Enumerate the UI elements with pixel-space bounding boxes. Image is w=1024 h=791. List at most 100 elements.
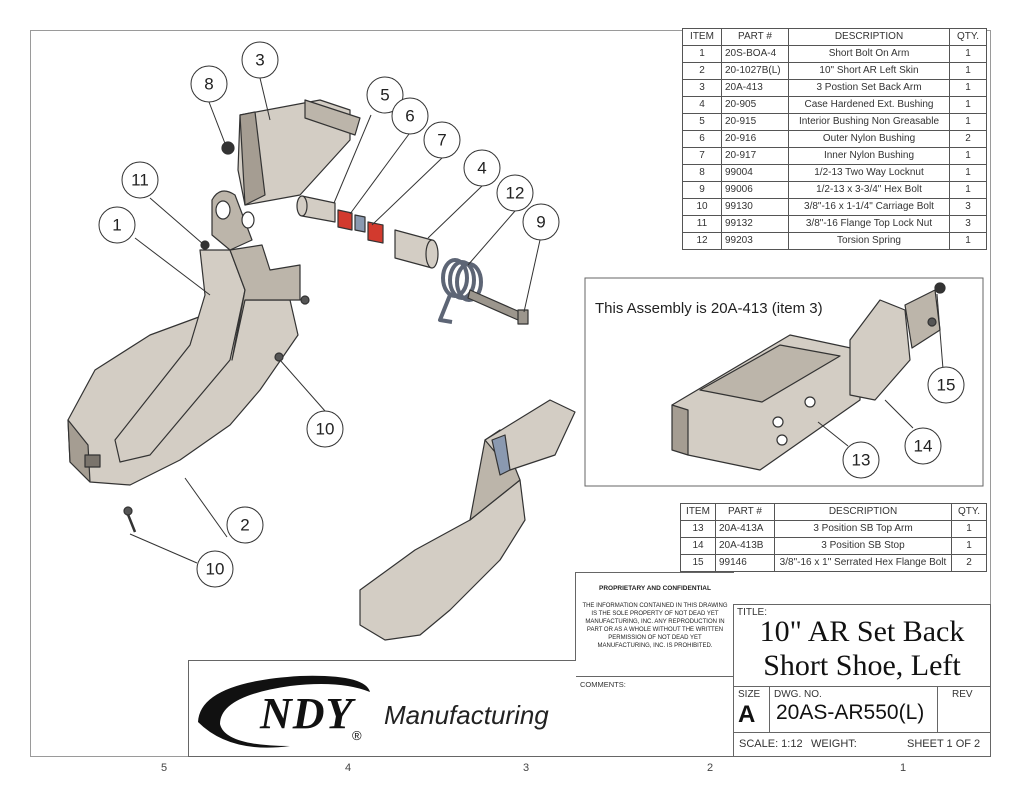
bom-sub-cell-item: 14 (680, 537, 716, 555)
zone-4: 4 (345, 762, 352, 774)
inset-frame (584, 277, 984, 487)
bom-sub-cell-qty: 2 (951, 554, 987, 572)
hex-bolt-part (467, 289, 521, 321)
bom-header-row: ITEM PART # DESCRIPTION QTY. (682, 28, 987, 46)
inset-stop-part (849, 299, 911, 401)
bom-cell-part-number: 20A-413 (721, 79, 789, 97)
scale-value: SCALE: 1:12 (739, 738, 803, 750)
balloon-9: 9 (536, 213, 545, 232)
dwg-number: 20AS-AR550(L) (776, 701, 925, 724)
setback-arm-part (237, 99, 351, 206)
bom-cell-item: 1 (682, 45, 722, 63)
confidential-heading: PROPRIETARY AND CONFIDENTIAL (599, 585, 711, 592)
bom-sub-header-row: ITEM PART # DESCRIPTION QTY. (680, 503, 987, 521)
balloon-11: 11 (131, 171, 149, 190)
bom-header-qty: QTY. (949, 28, 987, 46)
balloon-10b: 10 (206, 560, 225, 579)
bom-sub-cell-description: 3 Position SB Stop (774, 537, 952, 555)
bom-cell-description: Interior Bushing Non Greasable (788, 113, 950, 131)
bom-cell-qty: 1 (949, 96, 987, 114)
bom-sub-cell-part-number: 20A-413A (715, 520, 775, 538)
dwg-label: DWG. NO. (774, 689, 822, 700)
bom-cell-description: Case Hardened Ext. Bushing (788, 96, 950, 114)
bom-cell-part-number: 99132 (721, 215, 789, 233)
bom-cell-part-number: 20-917 (721, 147, 789, 165)
bom-cell-item: 8 (682, 164, 722, 182)
bom-cell-item: 6 (682, 130, 722, 148)
balloon-7: 7 (437, 131, 446, 150)
bom-cell-part-number: 20S-BOA-4 (721, 45, 789, 63)
confidential-body: THE INFORMATION CONTAINED IN THIS DRAWIN… (582, 603, 728, 649)
bom-cell-part-number: 99006 (721, 181, 789, 199)
bom-cell-qty: 1 (949, 181, 987, 199)
bom-cell-description: 10" Short AR Left Skin (788, 62, 950, 80)
balloon-13: 13 (852, 451, 871, 470)
bom-sub-cell-description: 3/8"-16 x 1" Serrated Hex Flange Bolt (774, 554, 952, 572)
sheet-value: SHEET 1 OF 2 (907, 738, 981, 750)
bom-sub-cell-part-number: 20A-413B (715, 537, 775, 555)
torsion-spring-part (438, 258, 483, 324)
bom-cell-item: 4 (682, 96, 722, 114)
balloon-14: 14 (914, 437, 933, 456)
bom-cell-item: 3 (682, 79, 722, 97)
comments-label: COMMENTS: (580, 680, 626, 689)
size-box: SIZE A (733, 686, 771, 734)
zone-2: 2 (707, 762, 714, 774)
bom-sub-header-part: PART # (715, 503, 775, 521)
bom-cell-qty: 3 (949, 215, 987, 233)
balloon-8: 8 (204, 75, 213, 94)
bom-cell-qty: 1 (949, 113, 987, 131)
bom-cell-description: Torsion Spring (788, 232, 950, 250)
zone-5: 5 (161, 762, 168, 774)
bom-cell-qty: 1 (949, 232, 987, 250)
title-label: TITLE: (737, 607, 768, 618)
bom-cell-description: 3 Postion Set Back Arm (788, 79, 950, 97)
bom-cell-description: Inner Nylon Bushing (788, 147, 950, 165)
size-value: A (738, 701, 756, 728)
logo-registered: ® (352, 728, 362, 743)
balloon-2: 2 (240, 516, 249, 535)
dwg-box: DWG. NO. 20AS-AR550(L) (769, 686, 939, 734)
bom-sub-cell-part-number: 99146 (715, 554, 775, 572)
bom-cell-qty: 1 (949, 164, 987, 182)
bom-cell-description: 3/8"-16 Flange Top Lock Nut (788, 215, 950, 233)
bom-cell-qty: 1 (949, 147, 987, 165)
inset-caption: This Assembly is 20A-413 (item 3) (595, 300, 823, 317)
drawing-title-line2: Short Shoe, Left (763, 649, 961, 682)
bom-cell-item: 7 (682, 147, 722, 165)
outer-nylon-bushing-part (337, 209, 353, 231)
bom-header-description: DESCRIPTION (788, 28, 950, 46)
bom-sub-header-qty: QTY. (951, 503, 987, 521)
balloon-5: 5 (380, 86, 389, 105)
bom-sub-cell-description: 3 Position SB Top Arm (774, 520, 952, 538)
bom-cell-description: Outer Nylon Bushing (788, 130, 950, 148)
bom-cell-item: 10 (682, 198, 722, 216)
bom-sub-cell-qty: 1 (951, 520, 987, 538)
bom-sub-cell-item: 15 (680, 554, 716, 572)
weight-label: WEIGHT: (811, 738, 857, 750)
confidential-box: PROPRIETARY AND CONFIDENTIAL THE INFORMA… (575, 572, 734, 678)
bom-header-item: ITEM (682, 28, 722, 46)
zone-1: 1 (900, 762, 907, 774)
bom-cell-description: 1/2-13 Two Way Locknut (788, 164, 950, 182)
bom-cell-part-number: 99004 (721, 164, 789, 182)
size-label: SIZE (738, 689, 761, 700)
frame-right (990, 30, 991, 756)
comments-box: COMMENTS: (575, 676, 734, 757)
bom-cell-item: 11 (682, 215, 722, 233)
bom-cell-part-number: 20-1027B(L) (721, 62, 789, 80)
bom-sub-cell-qty: 1 (951, 537, 987, 555)
